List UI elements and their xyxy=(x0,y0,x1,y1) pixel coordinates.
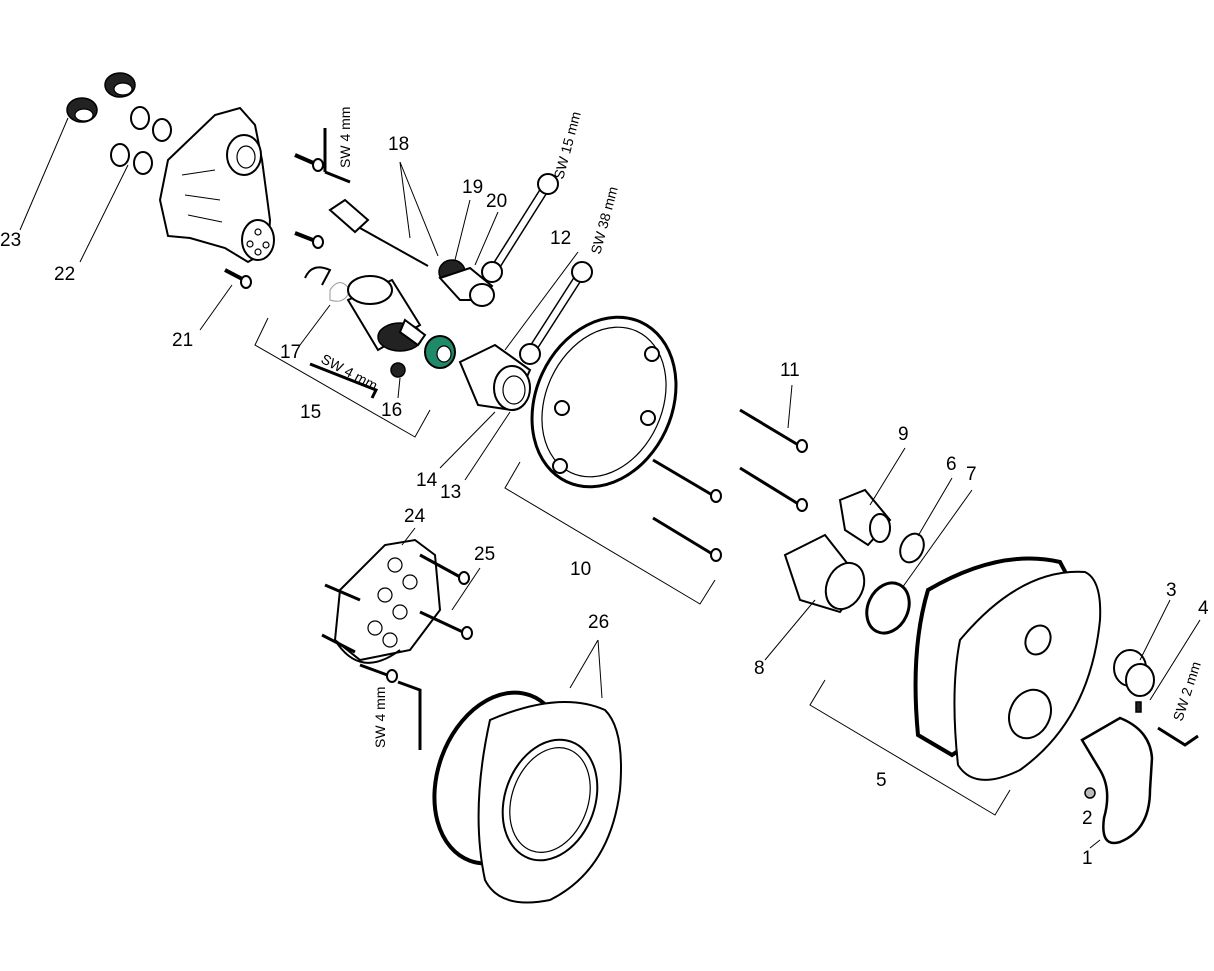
part-19-20-cartridge[interactable] xyxy=(438,259,495,307)
leader-17 xyxy=(299,304,331,346)
label-part-6: 6 xyxy=(946,454,957,475)
hex-key-mid[interactable] xyxy=(309,362,379,399)
leader-22 xyxy=(79,164,129,263)
leader-26b xyxy=(597,639,603,699)
screws-18-area[interactable] xyxy=(294,153,324,249)
part-4-grubscrew[interactable] xyxy=(1135,701,1142,713)
part-18-rod[interactable] xyxy=(328,198,429,267)
leader-12 xyxy=(504,251,579,351)
hex-key-bottom[interactable] xyxy=(397,680,422,750)
part-22-orings[interactable] xyxy=(110,106,172,175)
leader-3 xyxy=(1139,599,1171,661)
part-8-sleeve[interactable] xyxy=(783,533,871,615)
leader-23 xyxy=(19,117,69,231)
part-7-ring[interactable] xyxy=(859,576,917,640)
part-21-screw[interactable] xyxy=(224,268,252,289)
part-11-screws[interactable] xyxy=(652,408,808,562)
label-part-2: 2 xyxy=(1082,808,1093,829)
label-sw4-bottom: SW 4 mm xyxy=(372,687,388,748)
label-sw4-top: SW 4 mm xyxy=(337,107,353,168)
label-part-20: 20 xyxy=(486,191,507,212)
part-5-cover[interactable] xyxy=(913,556,1102,781)
label-part-3: 3 xyxy=(1166,580,1177,601)
hex-key-top[interactable] xyxy=(323,128,351,184)
part-26-extension[interactable] xyxy=(412,674,622,904)
leader-19 xyxy=(454,199,471,261)
leader-4 xyxy=(1149,619,1201,701)
leader-9 xyxy=(869,447,906,506)
leader-18b xyxy=(399,161,439,257)
leader-21 xyxy=(199,284,233,331)
valve-body[interactable] xyxy=(158,106,275,264)
part-6-ring[interactable] xyxy=(896,530,929,566)
part-25-screws[interactable] xyxy=(359,553,473,683)
wrench-sw38[interactable] xyxy=(519,261,593,365)
leader-14 xyxy=(439,411,496,469)
label-part-12: 12 xyxy=(550,228,571,249)
label-part-9: 9 xyxy=(898,424,909,445)
leader-13 xyxy=(464,411,511,481)
part-16-screw[interactable] xyxy=(390,362,406,378)
wrench-sw15[interactable] xyxy=(481,173,559,283)
leader-26a xyxy=(569,639,599,689)
leader-24 xyxy=(401,527,416,546)
label-part-24: 24 xyxy=(404,506,426,527)
part-13-14-sleeve[interactable] xyxy=(458,343,532,412)
bracket-5 xyxy=(809,679,1011,816)
part-2-nut[interactable] xyxy=(1084,787,1096,799)
part-24-diverter[interactable] xyxy=(321,538,442,664)
leader-25 xyxy=(451,567,481,611)
label-part-22: 22 xyxy=(54,264,75,285)
part-15-cartridge[interactable] xyxy=(346,275,427,352)
bracket-15 xyxy=(254,317,431,438)
label-part-21: 21 xyxy=(172,330,193,351)
leader-18a xyxy=(399,161,411,239)
label-part-25: 25 xyxy=(474,544,495,565)
label-sw15: SW 15 mm xyxy=(550,110,583,181)
label-part-17: 17 xyxy=(280,342,301,363)
label-part-19: 19 xyxy=(462,177,483,198)
bracket-10 xyxy=(504,461,716,605)
leader-16 xyxy=(397,377,401,399)
label-part-5: 5 xyxy=(876,770,887,791)
label-part-1: 1 xyxy=(1082,848,1093,869)
label-part-15: 15 xyxy=(300,402,321,423)
part-17-clip[interactable] xyxy=(304,266,351,302)
part-9-sleeve[interactable] xyxy=(838,488,892,547)
part-23-caps[interactable] xyxy=(66,72,136,123)
part-1-handle[interactable] xyxy=(1080,716,1154,845)
part-3-cap[interactable] xyxy=(1113,649,1155,697)
label-part-18: 18 xyxy=(388,134,409,155)
label-part-13: 13 xyxy=(440,482,461,503)
leader-11 xyxy=(787,384,793,429)
leader-20 xyxy=(474,211,499,266)
leader-7 xyxy=(901,489,973,589)
leader-8 xyxy=(764,599,816,661)
label-part-23: 23 xyxy=(0,230,21,251)
part-10-plate[interactable] xyxy=(505,294,703,511)
leader-6 xyxy=(917,477,953,537)
label-part-16: 16 xyxy=(381,400,402,421)
label-part-26: 26 xyxy=(588,612,609,633)
label-sw2: SW 2 mm xyxy=(1170,660,1204,723)
label-part-7: 7 xyxy=(966,464,977,485)
leader-1 xyxy=(1089,839,1101,849)
label-part-10: 10 xyxy=(570,559,591,580)
hex-key-sw2[interactable] xyxy=(1157,726,1199,747)
label-part-8: 8 xyxy=(754,658,765,679)
teal-ring[interactable] xyxy=(424,335,456,369)
label-part-4: 4 xyxy=(1198,598,1209,619)
label-sw38: SW 38 mm xyxy=(587,185,620,256)
label-part-11: 11 xyxy=(780,360,800,381)
label-part-14: 14 xyxy=(416,470,438,491)
